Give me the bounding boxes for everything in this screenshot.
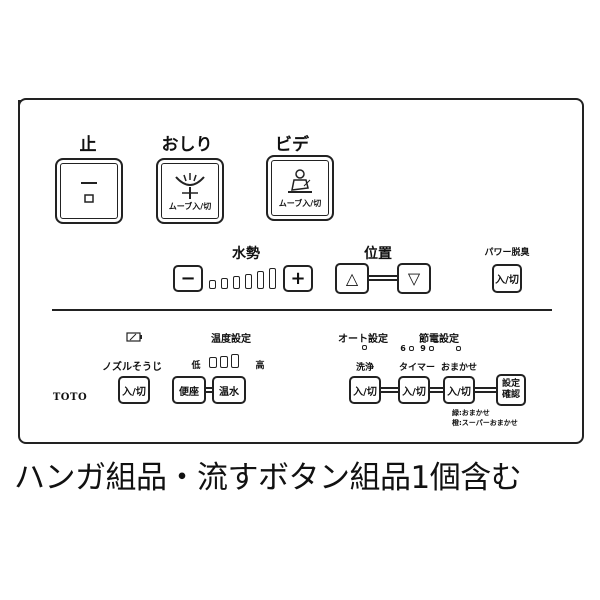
eco-note-2: 橙:スーパーおまかせ (452, 419, 518, 427)
eco-timer-label: タイマー (398, 363, 435, 373)
temperature-level-indicator (209, 354, 241, 370)
oshiri-button[interactable]: ムーブ入/切 (156, 158, 224, 224)
eco-note-1: 緑:おまかせ (452, 409, 490, 417)
auto-flush-label: 洗浄 (355, 363, 374, 373)
temp-cell-3 (231, 354, 239, 368)
eco-omakase-button[interactable]: 入/切 (443, 376, 475, 404)
eco-6-label: 6 (400, 344, 406, 353)
panel-divider (52, 309, 552, 311)
battery-icon (126, 332, 142, 342)
settings-confirm-button[interactable]: 設定 確認 (496, 374, 526, 406)
product-caption: ハンガ組品・流すボタン組品1個含む (14, 460, 522, 496)
oshiri-icon (175, 172, 205, 199)
temperature-title: 温度設定 (211, 334, 251, 345)
water-pressure-label: 水勢 (232, 246, 260, 262)
temp-cell-1 (209, 357, 217, 368)
stop-label: 止 (79, 135, 97, 155)
power-deodorize-button[interactable]: 入/切 (492, 264, 522, 293)
bidet-move-label: ムーブ入/切 (278, 198, 322, 208)
eco-6-indicator (409, 346, 414, 351)
position-connector (369, 275, 397, 281)
level-cell-2 (221, 278, 228, 289)
temp-cell-2 (220, 356, 228, 368)
eco-9-indicator (429, 346, 434, 351)
seat-temperature-button[interactable]: 便座 (172, 376, 206, 404)
level-cell-1 (209, 280, 216, 289)
bidet-label: ビデ (275, 135, 309, 155)
eco-settings-title: 節電設定 (419, 334, 459, 345)
timer-omakase-connector (430, 387, 443, 393)
temperature-connector (206, 387, 212, 393)
flush-timer-connector (381, 387, 398, 393)
oshiri-label: おしり (161, 135, 213, 155)
level-cell-5 (257, 271, 264, 289)
nozzle-clean-label: ノズルそうじ (102, 362, 162, 373)
bidet-icon (288, 168, 312, 193)
water-temperature-button[interactable]: 温水 (212, 376, 246, 404)
water-pressure-plus-button[interactable]: + (283, 265, 313, 292)
temperature-low-label: 低 (191, 361, 201, 371)
bidet-button[interactable]: ムーブ入/切 (266, 155, 334, 221)
position-down-button[interactable]: ▽ (397, 263, 431, 294)
eco-9-label: 9 (420, 344, 426, 353)
auto-settings-title: オート設定 (338, 334, 388, 345)
auto-flush-button[interactable]: 入/切 (349, 376, 381, 404)
temperature-high-label: 高 (255, 361, 265, 371)
water-pressure-level-indicator (207, 268, 281, 292)
power-deodorize-label: パワー脱臭 (484, 248, 530, 258)
toto-logo: TOTO (52, 392, 88, 403)
eco-omakase-label: おまかせ (440, 363, 477, 373)
stop-button[interactable] (55, 158, 123, 224)
level-cell-4 (245, 274, 252, 289)
stop-icon (81, 182, 97, 203)
oshiri-move-label: ムーブ入/切 (168, 201, 212, 211)
settings-confirm-line2: 確認 (501, 390, 520, 400)
position-up-button[interactable]: △ (335, 263, 369, 294)
auto-flush-indicator (362, 345, 367, 350)
eco-timer-button[interactable]: 入/切 (398, 376, 430, 404)
position-label: 位置 (364, 246, 392, 262)
settings-confirm-line1: 設定 (501, 379, 520, 389)
omakase-settings-connector (475, 387, 496, 393)
eco-omakase-indicator (456, 346, 461, 351)
water-pressure-minus-button[interactable]: − (173, 265, 203, 292)
nozzle-clean-button[interactable]: 入/切 (118, 376, 150, 404)
level-cell-6 (269, 268, 276, 289)
level-cell-3 (233, 276, 240, 289)
